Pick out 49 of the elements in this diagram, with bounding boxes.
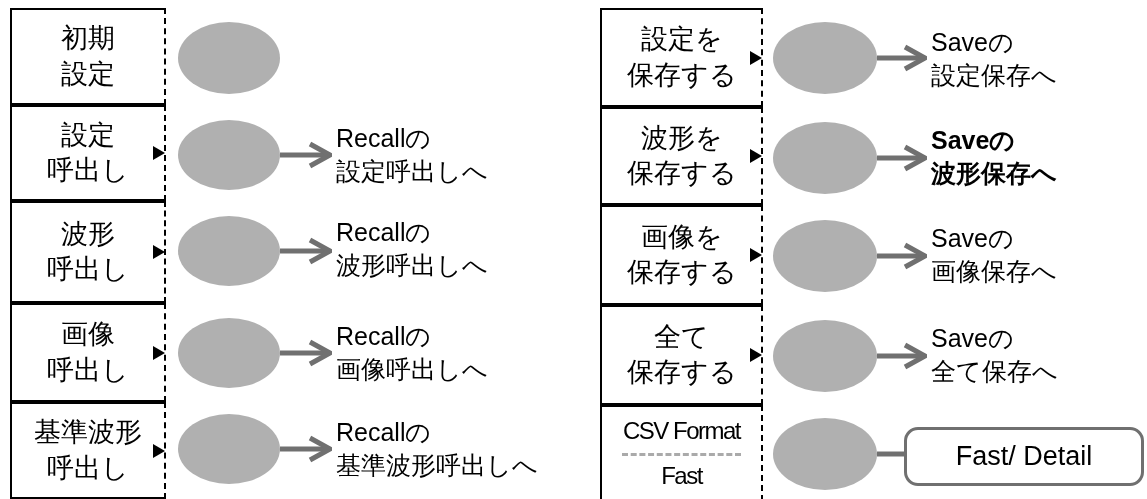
- arrow: [877, 144, 928, 172]
- menu-button: [10, 201, 166, 303]
- menu-target-text: Saveの波形保存へ: [931, 124, 1057, 189]
- menu-target-text: Saveの設定保存へ: [931, 26, 1057, 91]
- knob-ellipse: [773, 22, 877, 94]
- knob-ellipse: [773, 418, 877, 490]
- arrow: [877, 342, 928, 370]
- menu-button: [600, 405, 763, 499]
- menu-button: [600, 8, 763, 107]
- menu-label: 画像を保存する: [626, 220, 737, 289]
- menu-label: Fast: [661, 460, 702, 491]
- menu-label: 初期設定: [61, 22, 115, 91]
- knob-ellipse: [178, 318, 280, 388]
- menu-label: CSV Format: [623, 416, 740, 447]
- arrow: [280, 237, 333, 265]
- menu-target-text: Saveの画像保存へ: [931, 222, 1057, 287]
- arrow: [877, 44, 928, 72]
- menu-target-text: Recallの基準波形呼出しへ: [336, 416, 538, 481]
- menu-target-text: Recallの画像呼出しへ: [336, 320, 488, 385]
- menu-button: [600, 205, 763, 305]
- knob-ellipse: [773, 122, 877, 194]
- menu-button: [10, 105, 166, 201]
- menu-label: 波形呼出し: [47, 217, 129, 286]
- connector-line: [877, 451, 904, 457]
- knob-ellipse: [773, 320, 877, 392]
- menu-button: [10, 402, 166, 499]
- menu-button: [10, 8, 166, 105]
- menu-label: 設定を保存する: [626, 23, 737, 92]
- knob-ellipse: [773, 220, 877, 292]
- menu-target-text: Recallの波形呼出しへ: [336, 216, 488, 281]
- knob-ellipse: [178, 414, 280, 484]
- menu-target-text: Recallの設定呼出しへ: [336, 122, 488, 187]
- menu-button: [600, 107, 763, 205]
- knob-ellipse: [178, 216, 280, 286]
- knob-ellipse: [178, 22, 280, 94]
- menu-button: [600, 305, 763, 405]
- menu-label: 波形を保存する: [626, 121, 737, 190]
- menu-label: 基準波形呼出し: [34, 416, 142, 485]
- menu-label: 画像呼出し: [47, 318, 129, 387]
- menu-label: 設定呼出し: [47, 118, 129, 187]
- knob-ellipse: [178, 120, 280, 190]
- menu-label: 全て保存する: [626, 320, 737, 389]
- menu-button: [10, 303, 166, 402]
- arrow: [280, 339, 333, 367]
- arrow: [877, 242, 928, 270]
- option-box: Fast/ Detail: [904, 427, 1144, 486]
- menu-target-text: Saveの全て保存へ: [931, 322, 1058, 387]
- arrow: [280, 435, 333, 463]
- arrow: [280, 141, 333, 169]
